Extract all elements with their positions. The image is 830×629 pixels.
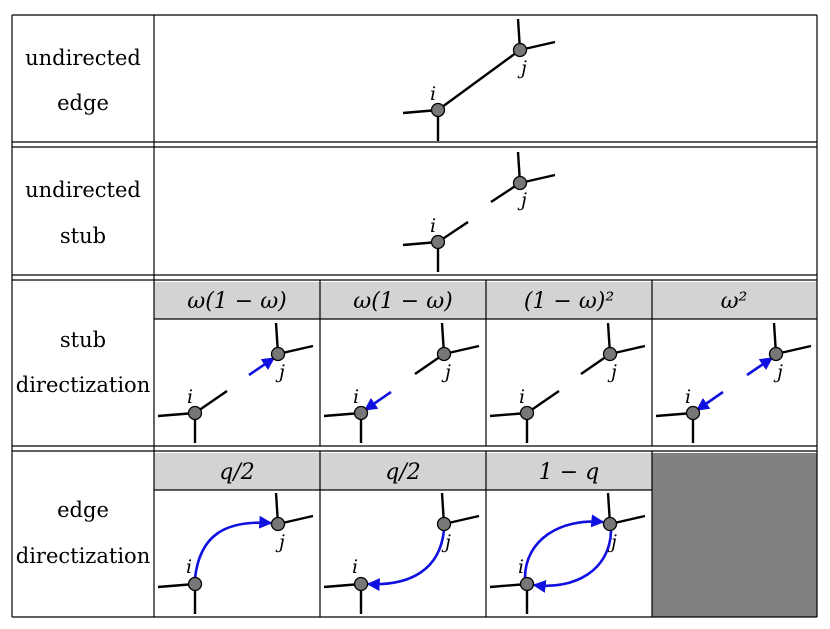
node-label-j: j xyxy=(275,531,285,553)
node-i xyxy=(685,405,701,421)
stub-graph-4: i j xyxy=(655,322,812,443)
blue-arc-i-to-j xyxy=(523,514,605,579)
node-label-j: j xyxy=(607,531,617,553)
node-j xyxy=(436,516,452,532)
edge-graph-1: i j xyxy=(157,492,314,614)
node-label-i: i xyxy=(353,386,359,408)
node-i xyxy=(187,405,203,421)
blue-arrow-into-i xyxy=(695,390,724,412)
node-j xyxy=(512,175,528,191)
stub-header-3: (1 − ω)² xyxy=(524,289,614,314)
node-label-i: i xyxy=(519,386,525,408)
node-label-i: i xyxy=(186,556,192,578)
node-i xyxy=(430,102,446,118)
stub-header-4: ω² xyxy=(721,289,748,314)
node-i xyxy=(519,576,535,592)
stub-graph-1: i j xyxy=(157,322,314,443)
blue-arrow-into-j xyxy=(248,356,276,377)
row-label-stub-directization-line1: stub xyxy=(60,328,106,352)
node-label-i: i xyxy=(187,386,193,408)
row-label-edge-directization-line1: edge xyxy=(57,498,109,522)
edge-header-1: q/2 xyxy=(219,460,255,485)
edge-graph-3: i j xyxy=(489,492,646,614)
node-label-j: j xyxy=(607,361,617,383)
node-j xyxy=(270,346,286,362)
stub-header-cell-4 xyxy=(652,282,817,319)
node-j xyxy=(270,516,286,532)
node-label-i: i xyxy=(430,83,436,105)
node-i xyxy=(187,576,203,592)
row-label-undirected-stub-line1: undirected xyxy=(25,178,141,202)
node-label-i: i xyxy=(352,556,358,578)
node-j xyxy=(602,346,618,362)
stub-graph-2: i j xyxy=(323,322,480,443)
stub-header-cell-1 xyxy=(154,282,320,319)
node-label-j: j xyxy=(441,531,451,553)
undirected-edge-graph: i j xyxy=(402,18,556,141)
node-j xyxy=(602,516,618,532)
edge-header-cell-3 xyxy=(486,453,652,490)
node-label-j: j xyxy=(517,57,527,79)
blue-arrow-into-i xyxy=(363,390,392,412)
blue-arrow-into-j xyxy=(746,356,774,377)
node-label-j: j xyxy=(773,361,783,383)
node-i xyxy=(353,405,369,421)
node-label-j: j xyxy=(517,189,527,211)
blue-arc-j-to-i xyxy=(532,530,613,593)
stub-header-cell-2 xyxy=(320,282,486,319)
table-grid xyxy=(11,14,818,618)
node-label-i: i xyxy=(685,386,691,408)
row-label-undirected-edge-line1: undirected xyxy=(25,46,141,70)
edge-header-3: 1 − q xyxy=(539,460,600,485)
node-i xyxy=(430,234,446,250)
node-label-j: j xyxy=(275,361,285,383)
blue-arc-j-to-i xyxy=(366,529,446,592)
edge-header-2: q/2 xyxy=(385,460,421,485)
node-i xyxy=(519,405,535,421)
node-i xyxy=(353,576,369,592)
node-j xyxy=(512,42,528,58)
header-shading xyxy=(154,282,817,617)
node-j xyxy=(768,346,784,362)
row-label-undirected-stub-line2: stub xyxy=(60,224,106,248)
node-label-i: i xyxy=(518,556,524,578)
node-label-i: i xyxy=(430,215,436,237)
undirected-stub-graph: i j xyxy=(402,151,556,272)
node-label-j: j xyxy=(441,361,451,383)
blue-arc-i-to-j xyxy=(193,515,273,579)
edge-i-j xyxy=(437,49,521,111)
edge-header-cell-2 xyxy=(320,453,486,490)
stub-header-cell-3 xyxy=(486,282,652,319)
node-j xyxy=(436,346,452,362)
row-label-undirected-edge-line2: edge xyxy=(57,91,109,115)
stub-header-1: ω(1 − ω) xyxy=(187,289,286,314)
edge-graph-2: i j xyxy=(323,492,480,614)
edge-header-cell-1 xyxy=(154,453,320,490)
stub-header-2: ω(1 − ω) xyxy=(353,289,452,314)
stub-graph-3: i j xyxy=(489,322,646,443)
row-label-edge-directization-line2: directization xyxy=(16,544,150,568)
empty-cell xyxy=(652,453,817,617)
row-label-stub-directization-line2: directization xyxy=(16,373,150,397)
